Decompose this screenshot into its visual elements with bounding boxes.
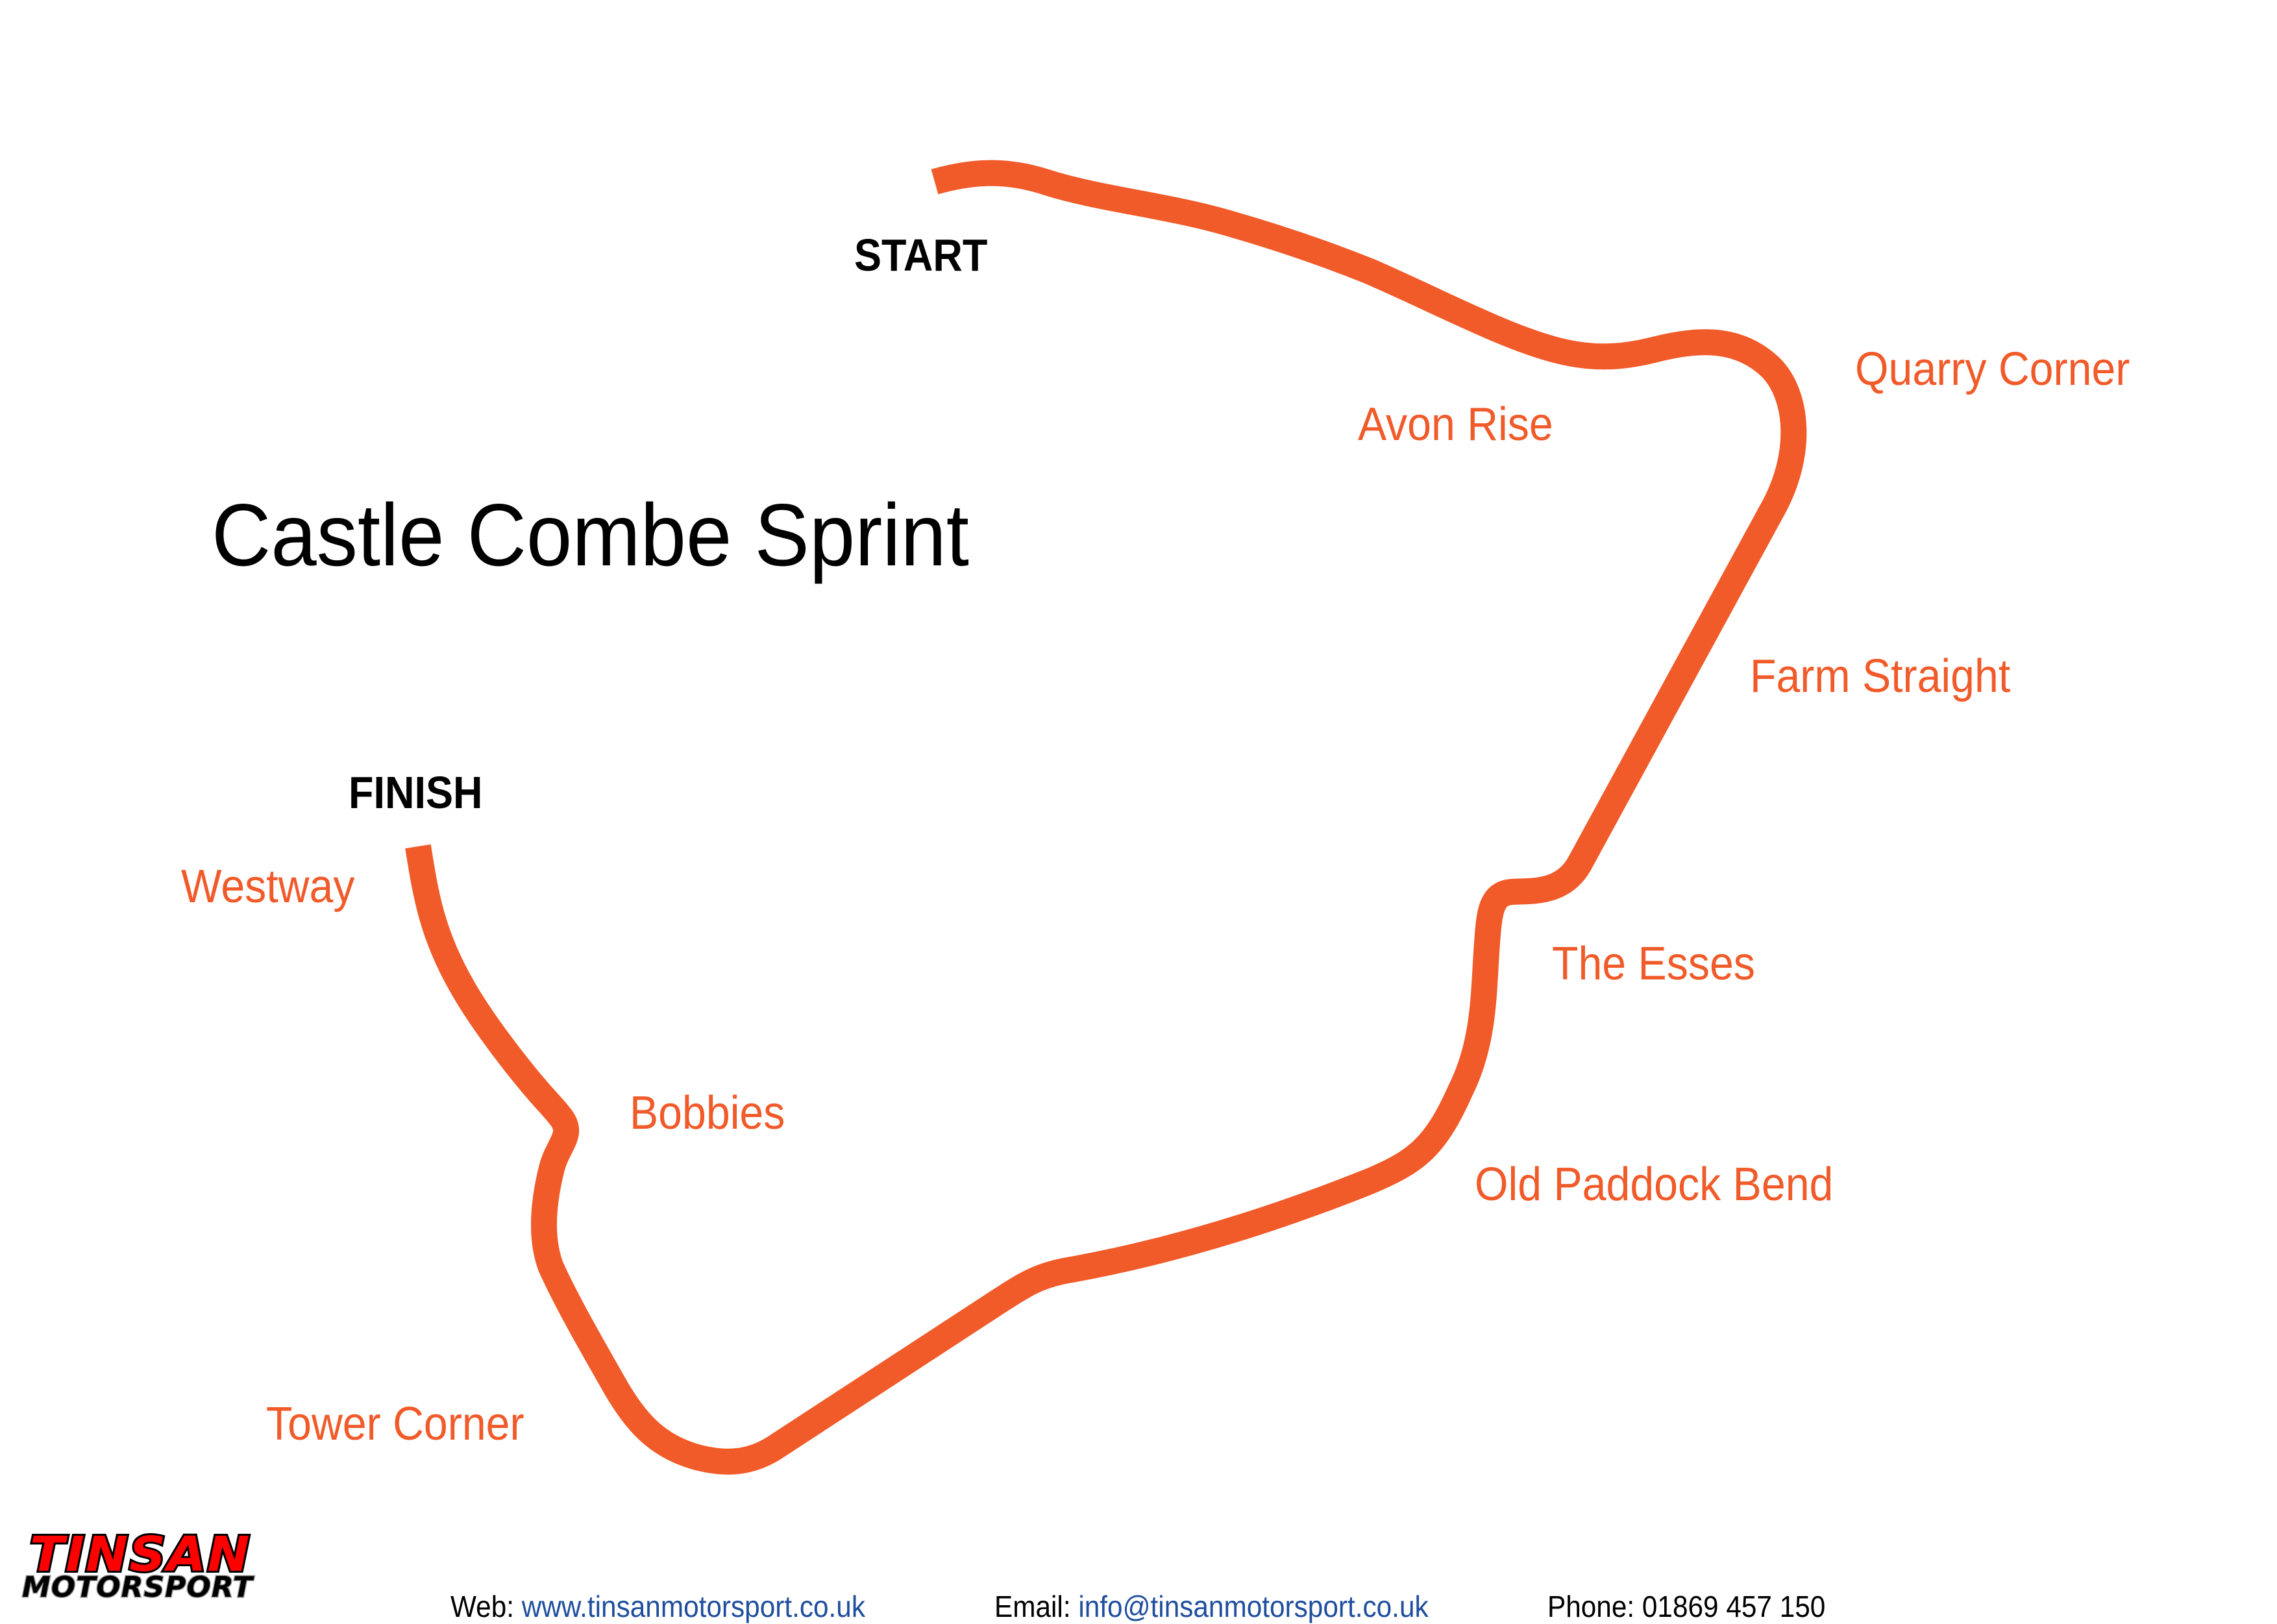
corner-label-avon-rise: Avon Rise	[1358, 399, 1553, 450]
page-title: Castle Combe Sprint	[212, 486, 969, 584]
footer-phone-value: 01869 457 150	[1642, 1590, 1826, 1623]
corner-label-old-paddock-bend: Old Paddock Bend	[1475, 1159, 1834, 1211]
track-path	[405, 160, 1807, 1475]
footer-web-link[interactable]: www.tinsanmotorsport.co.uk	[521, 1590, 865, 1623]
logo-line-1: TINSAN	[28, 1525, 252, 1584]
corner-label-bobbies: Bobbies	[630, 1087, 785, 1139]
start-label: START	[854, 230, 988, 280]
footer-web-label: Web:	[450, 1590, 515, 1623]
footer-email-link[interactable]: info@tinsanmotorsport.co.uk	[1078, 1590, 1429, 1623]
footer-phone: Phone: 01869 457 150	[1547, 1589, 1825, 1624]
footer-web: Web: www.tinsanmotorsport.co.uk	[450, 1589, 865, 1624]
corner-label-the-esses: The Esses	[1552, 938, 1755, 990]
tinsan-motorsport-logo: TINSAN MOTORSPORT	[18, 1525, 254, 1605]
finish-label: FINISH	[349, 767, 483, 818]
corner-label-quarry-corner: Quarry Corner	[1855, 343, 2130, 395]
corner-label-westway: Westway	[181, 861, 355, 913]
footer-email: Email: info@tinsanmotorsport.co.uk	[994, 1589, 1429, 1624]
corner-label-tower-corner: Tower Corner	[266, 1398, 524, 1450]
footer-email-label: Email:	[994, 1590, 1071, 1623]
corner-label-farm-straight: Farm Straight	[1750, 650, 2011, 702]
footer-phone-label: Phone:	[1547, 1590, 1635, 1623]
logo-line-2: MOTORSPORT	[21, 1570, 254, 1605]
